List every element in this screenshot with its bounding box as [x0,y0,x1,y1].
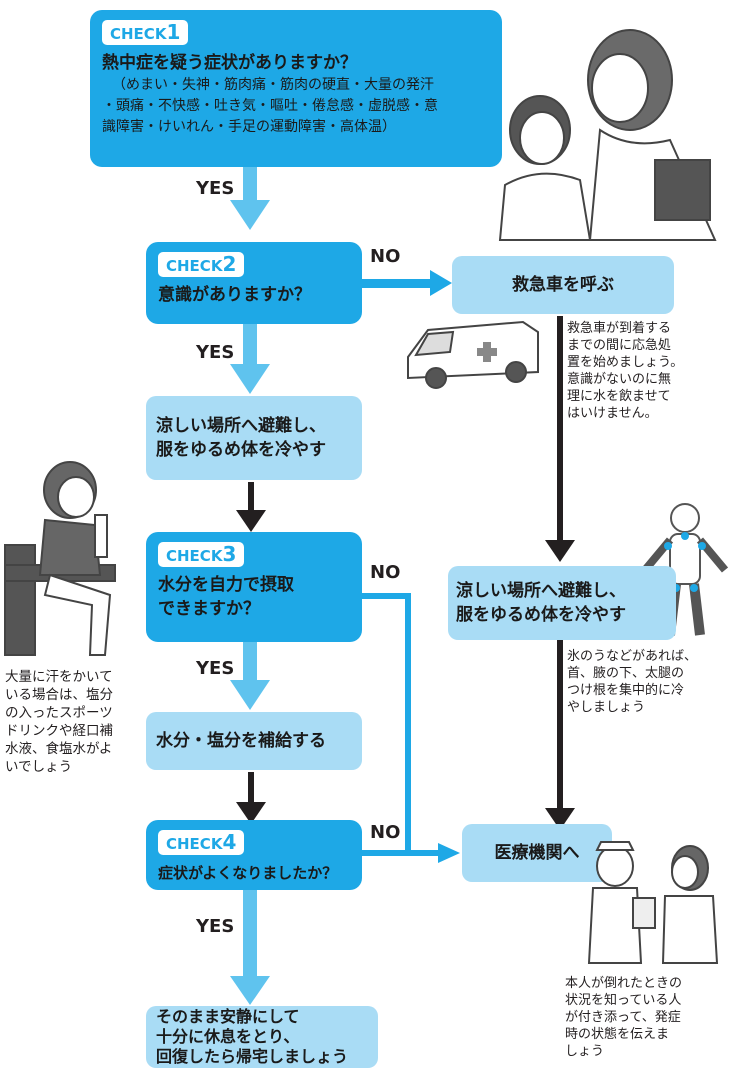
no-label-check3: NO [370,562,401,583]
action-cool-left: 涼しい場所へ避難し、 服をゆるめ体を冷やす [146,396,362,480]
action-hydrate: 水分・塩分を補給する [146,712,362,770]
action-rest: そのまま安静にして 十分に休息をとり、 回復したら帰宅しましょう [146,1006,378,1068]
black-arrow-right-2 [545,640,575,830]
yes-arrow-2 [230,324,270,394]
check3-box: CHECK3 水分を自力で摂取 できますか？ [146,532,362,642]
black-arrow-1 [236,482,266,532]
black-arrow-2 [236,772,266,824]
check1-box: CHECK1 熱中症を疑う症状がありますか？ （めまい・失神・筋肉痛・筋肉の硬直… [90,10,502,167]
action-call-ambulance: 救急車を呼ぶ [452,256,674,314]
hospital-note: 本人が倒れたときの 状況を知っている人 が付き添って、発症 時の状態を伝えま し… [565,976,683,1059]
yes-label-2: YES [196,342,235,363]
yes-label-1: YES [196,178,235,199]
ambulance-illustration [407,320,539,389]
no-label-check4: NO [370,822,401,843]
action-hospital-label: 医療機関へ [494,843,580,863]
girl-drinking-on-bench-illustration [4,461,116,656]
cooling-note: 氷のうなどがあれば、 首、腋の下、太腿の つけ根を集中的に冷 やしましょう [567,649,698,715]
check4-box: CHECK4 症状がよくなりましたか？ [146,820,362,890]
action-rest-line: 回復したら帰宅しましょう [156,1047,349,1066]
mother-and-child-illustration [498,29,717,241]
yes-arrow-3 [230,642,270,710]
yes-arrow-1 [230,166,270,230]
check3-badge: CHECK3 [158,542,245,567]
action-cool-left-line: 涼しい場所へ避難し、 [156,416,326,436]
action-rest-line: そのまま安静にして [156,1007,300,1026]
drink-note: 大量に汗をかいて いる場合は、塩分 の入ったスポーツ ドリンクや経口補 水液、食… [5,669,113,775]
action-cool-right: 涼しい場所へ避難し、 服をゆるめ体を冷やす [448,566,676,640]
no-label-check2: NO [370,246,401,267]
action-rest-line: 十分に休息をとり、 [156,1027,300,1046]
check1-symptoms-line: （めまい・失神・筋肉痛・筋肉の硬直・大量の発汗 [112,77,434,93]
no-arrow-check2 [362,270,452,296]
yes-label-3: YES [196,658,235,679]
check1-symptoms-line: ・頭痛・不快感・吐き気・嘔吐・倦怠感・虚脱感・意 [102,98,438,114]
action-cool-left-line: 服をゆるめ体を冷やす [156,440,326,460]
check2-question: 意識がありますか？ [158,285,311,305]
check4-question: 症状がよくなりましたか？ [158,864,338,882]
check1-symptoms-line: 識障害・けいれん・手足の運動障害・高体温） [102,119,396,135]
nurse-and-patient-illustration [587,841,719,964]
ambulance-note: 救急車が到着する までの間に応急処 置を始めましょう。 意識がないのに無 理に水… [567,321,684,421]
yes-label-4: YES [196,916,235,937]
black-arrow-right-1 [545,316,575,562]
no-arrowhead-hospital [438,843,460,863]
no-line-check3-check4 [360,593,440,856]
action-hydrate-label: 水分・塩分を補給する [156,731,326,751]
check4-badge: CHECK4 [158,830,245,855]
check1-badge: CHECK1 [102,20,189,45]
action-call-ambulance-label: 救急車を呼ぶ [512,275,614,295]
check3-question-line: 水分を自力で摂取 [158,575,294,595]
action-hospital: 医療機関へ [462,824,612,882]
action-cool-right-line: 服をゆるめ体を冷やす [456,605,626,625]
check3-question-line: できますか？ [158,599,260,619]
check2-badge: CHECK2 [158,252,245,277]
check2-box: CHECK2 意識がありますか？ [146,242,362,324]
check1-question: 熱中症を疑う症状がありますか？ [102,53,357,73]
action-cool-right-line: 涼しい場所へ避難し、 [456,581,626,601]
yes-arrow-4 [230,886,270,1005]
